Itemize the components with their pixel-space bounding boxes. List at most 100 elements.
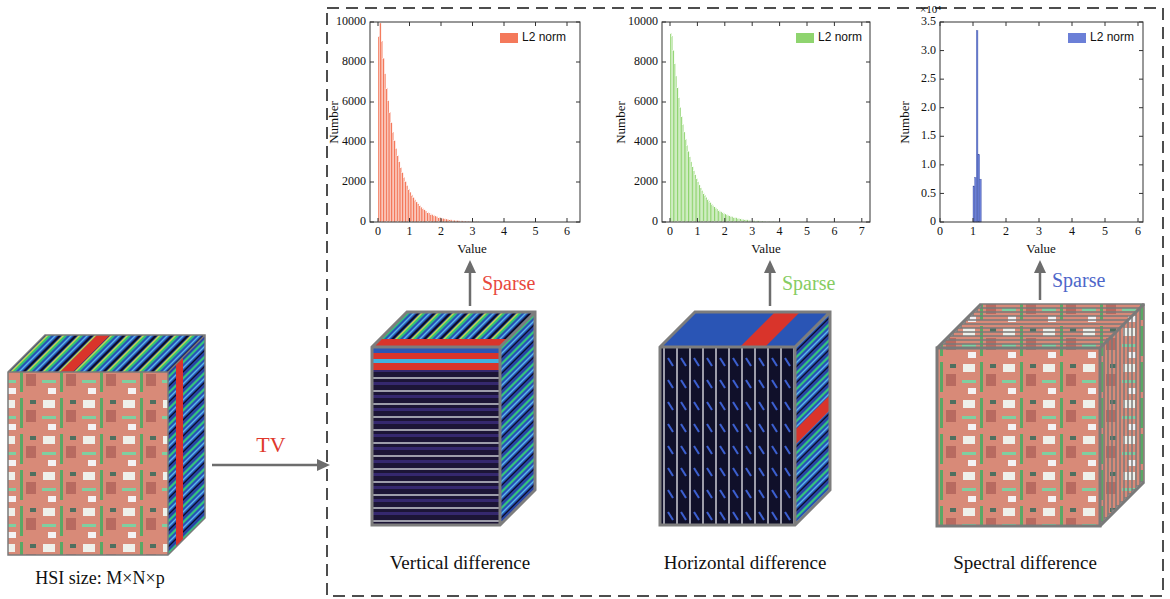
tick-label: 2	[1003, 225, 1009, 239]
histogram	[370, 22, 580, 222]
axis-tick	[973, 22, 974, 26]
axis-tick	[866, 102, 870, 103]
edge-label: Sparse	[482, 272, 535, 295]
histogram-bar	[975, 177, 977, 222]
axis-tick	[866, 222, 870, 223]
legend-swatch	[500, 33, 518, 43]
histogram-bar	[721, 212, 722, 222]
tick-label: 0	[930, 215, 936, 229]
axis-tick	[940, 22, 944, 23]
histogram-bar	[380, 23, 382, 222]
connector-line	[1039, 271, 1042, 300]
cube-row	[372, 353, 500, 359]
tick-label: 2.0	[921, 101, 936, 115]
histogram-bar	[384, 74, 386, 222]
histogram-bar	[441, 218, 443, 222]
band-slice	[937, 348, 1100, 526]
tick-label: 0.5	[921, 187, 936, 201]
histogram-bar	[438, 217, 440, 222]
axis-tick	[576, 142, 580, 143]
histogram-bar	[670, 33, 671, 222]
histogram-bar	[389, 112, 391, 222]
axis-tick	[1039, 22, 1040, 26]
connector-arrow	[212, 459, 330, 471]
axis-title: Number	[327, 101, 342, 144]
histogram-bar	[410, 192, 412, 222]
plot-frame	[370, 22, 580, 222]
histogram-bar	[416, 202, 418, 222]
connector-arrow	[764, 260, 776, 306]
axis-tick	[409, 22, 410, 26]
tick-label: 5	[804, 225, 810, 239]
histogram-bar	[675, 76, 676, 222]
histogram-bar	[702, 190, 703, 222]
tick-label: 0	[937, 225, 943, 239]
histogram-bar	[391, 123, 393, 222]
histogram-bar	[722, 213, 723, 222]
histogram	[940, 22, 1143, 222]
axis-tick	[1139, 193, 1143, 194]
histogram-bar	[680, 107, 681, 222]
histogram-bar	[725, 214, 726, 222]
histogram-bar	[428, 213, 430, 222]
axis-tick	[940, 164, 944, 165]
axis-tick	[697, 22, 698, 26]
legend-text: L2 norm	[818, 31, 862, 45]
arrow-head	[1034, 260, 1046, 273]
histogram-bar	[700, 188, 701, 222]
tick-label: 1	[970, 225, 976, 239]
histogram-bar	[433, 215, 435, 222]
tick-label: 5	[533, 225, 539, 239]
histogram-bar	[733, 217, 734, 222]
histogram-bar	[978, 155, 980, 222]
cube-side	[168, 335, 205, 555]
axis-tick	[752, 22, 753, 26]
edge-label: Sparse	[1052, 269, 1105, 292]
tick-label: 1.5	[921, 129, 936, 143]
axis-tick	[370, 182, 374, 183]
axis-tick	[535, 22, 536, 26]
plot-frame	[662, 22, 870, 222]
tick-label: 4	[777, 225, 783, 239]
arrow-head	[764, 260, 776, 273]
tick-label: 0	[652, 215, 658, 229]
axis-tick	[861, 22, 862, 26]
histogram-bar	[729, 216, 730, 222]
connector-line	[212, 464, 319, 467]
axis-tick	[576, 22, 580, 23]
histogram-bar	[674, 64, 675, 222]
histogram-bar	[383, 58, 385, 222]
tick-label: 3	[470, 225, 476, 239]
histogram-bar	[686, 145, 687, 222]
axis-tick	[866, 22, 870, 23]
axis-tick	[724, 22, 725, 26]
axis-tick	[370, 222, 374, 223]
tick-label: 8000	[342, 55, 366, 69]
cube-row	[372, 359, 500, 363]
axis-tick	[576, 222, 580, 223]
histogram-bar	[739, 218, 740, 222]
histogram-bar	[719, 211, 720, 222]
axis-title: Value	[457, 242, 487, 257]
histogram-bar	[711, 204, 712, 222]
histogram-bar	[707, 199, 708, 222]
histogram-bar	[394, 141, 396, 222]
axis-tick	[1105, 22, 1106, 26]
axis-title: Value	[751, 242, 781, 257]
axis-title: Value	[1026, 242, 1056, 257]
axis-tick	[779, 218, 780, 222]
axis-tick	[940, 79, 944, 80]
histogram-bar	[980, 179, 982, 222]
difference-cube-node: Vertical difference	[330, 306, 610, 590]
tick-label: 7	[859, 225, 865, 239]
cube-band	[60, 335, 110, 372]
axis-tick	[472, 218, 473, 222]
hsi-cube	[8, 335, 205, 555]
axis-tick	[504, 22, 505, 26]
histogram-bar	[723, 213, 724, 222]
axis-tick	[1138, 22, 1139, 26]
tick-label: 0	[375, 225, 381, 239]
tick-label: 2	[722, 225, 728, 239]
